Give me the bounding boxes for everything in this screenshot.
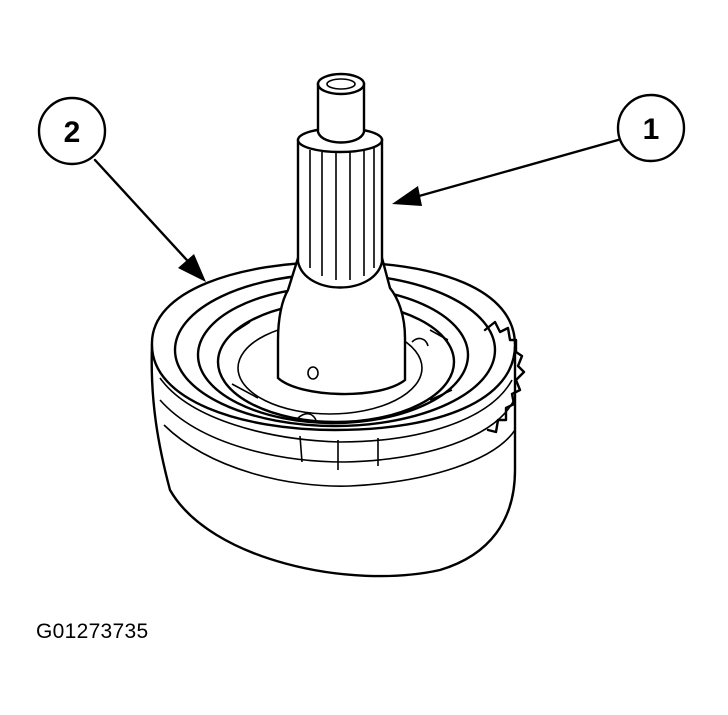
figure-id-label: G01273735 bbox=[36, 620, 149, 643]
input-shaft bbox=[296, 72, 384, 289]
shaft-hub bbox=[276, 256, 407, 396]
callout-1: 1 bbox=[392, 93, 686, 206]
callout-1-arrowhead bbox=[392, 186, 422, 206]
drum-rings bbox=[173, 272, 497, 470]
drum-gear-teeth bbox=[483, 320, 526, 434]
callout-2-arrowhead bbox=[178, 254, 206, 282]
callout-2-label: 2 bbox=[64, 116, 81, 149]
callout-2: 2 bbox=[37, 96, 206, 282]
callout-1-label: 1 bbox=[643, 113, 660, 146]
